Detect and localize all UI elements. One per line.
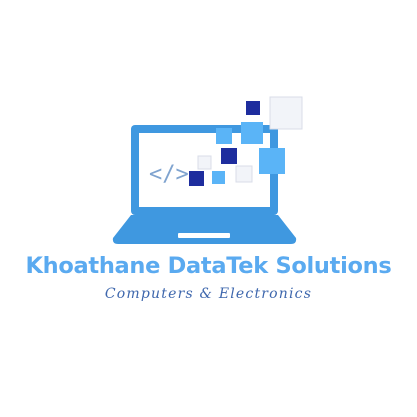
pixel-square [235, 165, 253, 183]
pixel-square [189, 171, 204, 186]
laptop-trackpad [178, 233, 230, 238]
pixel-square [197, 155, 212, 170]
laptop-base [112, 215, 297, 244]
code-icon: </> [149, 162, 189, 187]
pixel-square [216, 128, 232, 144]
brand-name: Khoathane DataTek Solutions [25, 253, 392, 279]
pixel-square [241, 122, 263, 144]
pixel-square [212, 171, 225, 184]
pixel-square [259, 148, 285, 174]
pixel-squares-icon [189, 96, 303, 186]
pixel-square [221, 148, 237, 164]
brand-tagline: Computers & Electronics [104, 286, 313, 302]
pixel-square [269, 96, 303, 130]
pixel-square [246, 101, 260, 115]
laptop-icon: </> [112, 96, 303, 244]
